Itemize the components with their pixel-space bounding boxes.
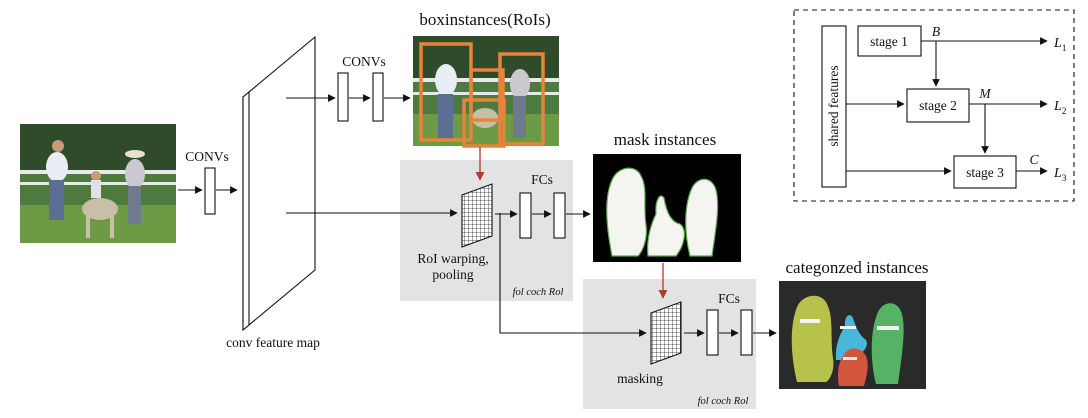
stage2-label: stage 2 xyxy=(919,98,957,113)
label-C: C xyxy=(1029,152,1039,167)
input-conv-block xyxy=(204,167,216,215)
fc-block-1b xyxy=(553,192,566,239)
mask-instances-title: mask instances xyxy=(614,130,716,149)
conv-feature-map-label: conv feature map xyxy=(226,335,320,350)
roi-warping-label-2: pooling xyxy=(432,267,474,282)
label-L2: L2 xyxy=(1053,99,1067,117)
roi-warping-label-1: RoI warping, xyxy=(417,251,488,266)
input-photo xyxy=(20,124,176,243)
for-each-roi-label-1: fol coch Rol xyxy=(513,287,564,298)
categorized-instances-title: categonzed instances xyxy=(785,258,928,277)
label-L1: L1 xyxy=(1053,36,1067,54)
fc-block-1a xyxy=(519,192,532,239)
fc-block-2b xyxy=(740,309,753,356)
shared-features-label: shared features xyxy=(826,65,841,146)
stage3-box xyxy=(953,155,1017,189)
label-B: B xyxy=(932,24,940,39)
fc-block-2a xyxy=(706,309,719,356)
input-convs-label: CONVs xyxy=(185,149,229,164)
categorized-instances-image xyxy=(779,281,926,389)
cascade-inset-border xyxy=(793,9,1075,202)
mask-instances-image xyxy=(593,154,741,262)
top-convs-label: CONVs xyxy=(342,54,386,69)
label-M: M xyxy=(978,86,991,101)
stage3-label: stage 3 xyxy=(966,165,1004,180)
top-conv-block-2 xyxy=(372,72,384,122)
label-L3: L3 xyxy=(1053,166,1067,184)
roi-warping-grid xyxy=(461,183,493,248)
boxinstances-image xyxy=(413,36,559,148)
stage1-label: stage 1 xyxy=(870,34,908,49)
top-conv-block-1 xyxy=(337,72,349,122)
stage2-box xyxy=(906,88,970,123)
arrow-map-to-masking xyxy=(499,213,647,337)
boxinstances-title: boxinstances(RoIs) xyxy=(419,10,550,29)
for-each-roi-label-2: fol coch Rol xyxy=(698,396,749,407)
masking-label: masking xyxy=(617,371,663,386)
fcs-label-1: FCs xyxy=(531,172,553,187)
fcs-label-2: FCs xyxy=(718,291,740,306)
shared-features-box xyxy=(821,25,847,188)
cascade-inset: shared features stage 1 stage 2 stage 3 … xyxy=(793,9,1075,202)
conv-feature-map xyxy=(242,35,316,332)
masking-grid xyxy=(650,301,682,365)
